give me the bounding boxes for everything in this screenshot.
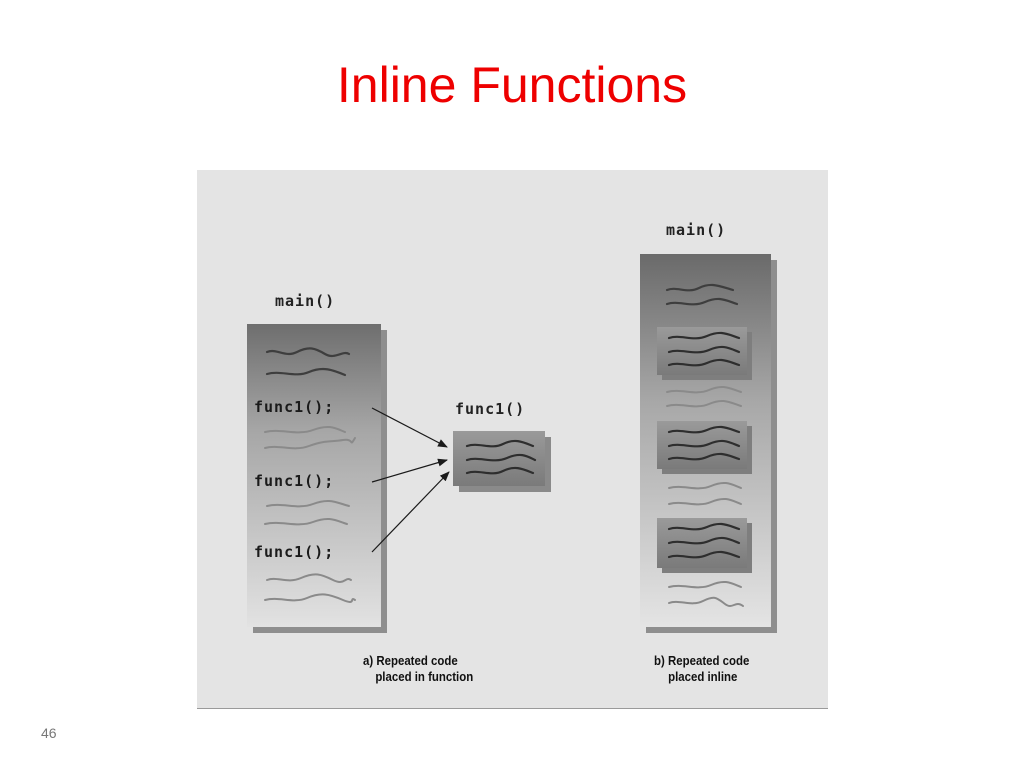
right-code-lines-top (665, 283, 739, 306)
caption-a-line-1: a) Repeated code (363, 653, 458, 668)
arrow-call-2 (371, 458, 448, 483)
right-code-lines-mid1 (666, 385, 742, 408)
left-main-panel (247, 324, 387, 633)
caption-b: b) Repeated code placed inline (654, 653, 749, 685)
slide-number: 46 (41, 725, 57, 741)
left-call-3: func1(); (254, 543, 335, 561)
inline-functions-diagram: main() func1(); func1(); func1(); func1(… (197, 170, 828, 709)
arrow-call-3 (371, 471, 450, 553)
left-code-lines-top (265, 347, 351, 377)
caption-a: a) Repeated code placed in function (363, 653, 473, 685)
diagram-canvas (247, 254, 777, 633)
left-call-1: func1(); (254, 398, 335, 416)
func1-header: func1() (455, 400, 526, 418)
left-main-header: main() (275, 292, 336, 310)
left-code-lines-mid1 (264, 425, 356, 450)
caption-b-line-2: placed inline (668, 669, 738, 684)
inline-code-chunk-3 (657, 518, 752, 573)
right-main-panel (640, 254, 777, 633)
inline-code-chunk-1 (657, 327, 752, 380)
left-code-lines-bottom (264, 573, 356, 603)
left-call-2: func1(); (254, 472, 335, 490)
call-arrows (371, 407, 450, 553)
arrow-call-1 (371, 407, 448, 448)
right-code-lines-mid2 (668, 481, 742, 506)
caption-b-line-1: b) Repeated code (654, 653, 750, 668)
inline-code-chunk-2 (657, 421, 752, 474)
slide-title: Inline Functions (336, 57, 688, 113)
right-code-lines-bottom (668, 580, 744, 607)
left-code-lines-mid2 (264, 499, 350, 526)
func1-body-box (453, 431, 551, 492)
caption-a-line-2: placed in function (375, 669, 474, 684)
right-main-header: main() (666, 221, 727, 239)
